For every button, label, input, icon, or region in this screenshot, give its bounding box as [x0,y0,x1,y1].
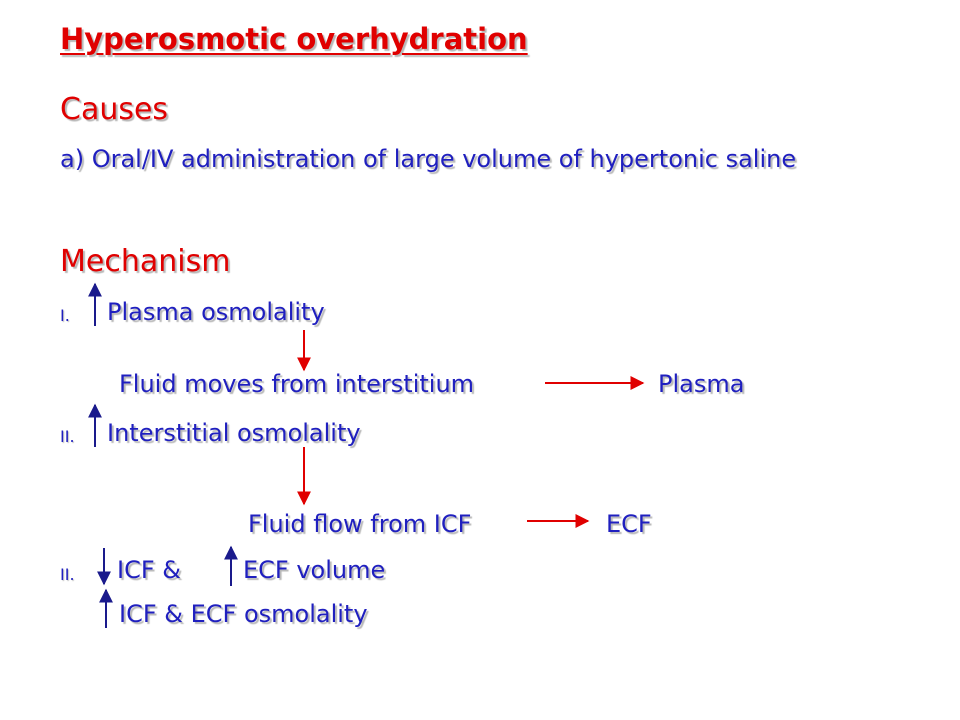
flow2-source: Fluid flow from ICF [248,510,472,538]
flow1-target: Plasma [658,370,745,398]
step3-icf-text: ICF & [117,556,181,584]
step1-numeral: I. [60,306,70,325]
cause-item-a: a) Oral/IV administration of large volum… [60,145,797,173]
step2-text: Interstitial osmolality [107,419,361,447]
step2-numeral: II. [60,427,75,446]
step3-numeral: II. [60,565,75,584]
flow2-target: ECF [606,510,652,538]
mechanism-heading: Mechanism [60,244,231,279]
slide-title: Hyperosmotic overhydration [60,22,528,56]
step3-ecf-text: ECF volume [243,556,386,584]
flow1-source: Fluid moves from interstitium [119,370,475,398]
step1-text: Plasma osmolality [107,298,325,326]
step4-text: ICF & ECF osmolality [119,600,368,628]
causes-heading: Causes [60,92,169,127]
